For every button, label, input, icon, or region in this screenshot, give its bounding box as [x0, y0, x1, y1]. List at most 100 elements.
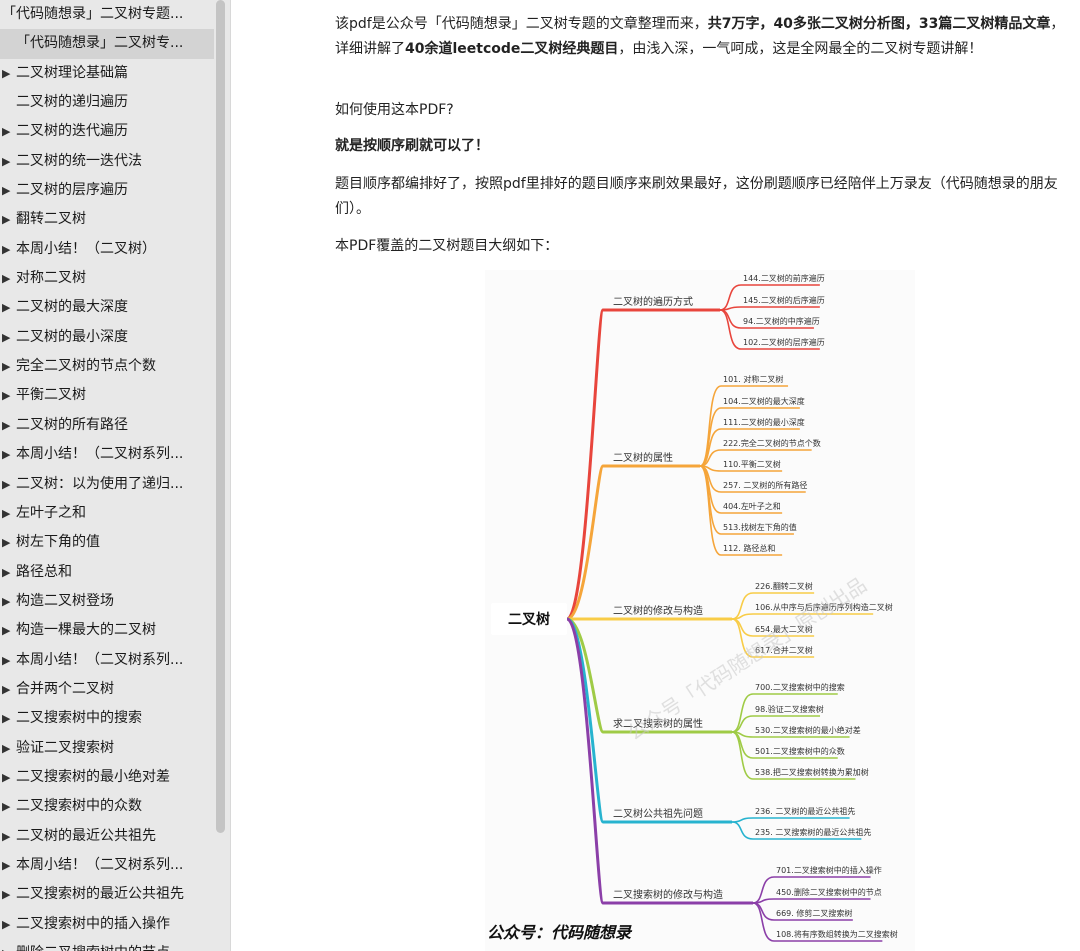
branch-label: 二叉树的属性 — [613, 451, 673, 464]
expand-arrow-icon[interactable]: ▶ — [2, 66, 11, 80]
toc-item[interactable]: ▶ 二叉树的迭代遍历 — [0, 117, 214, 146]
branch-connector — [566, 617, 732, 734]
toc-item[interactable]: ▶ 二叉树的最近公共祖先 — [0, 822, 214, 851]
toc-item[interactable]: ▶删除二叉搜索树中的节点 — [0, 939, 214, 951]
expand-arrow-icon[interactable]: ▶ — [2, 653, 11, 667]
expand-arrow-icon[interactable]: ▶ — [2, 448, 11, 462]
toc-item[interactable]: ▶对称二叉树 — [0, 264, 214, 293]
toc-item-label: 构造二叉树登场 — [16, 592, 114, 609]
expand-arrow-icon[interactable]: ▶ — [2, 917, 11, 931]
expand-arrow-icon[interactable]: ▶ — [2, 565, 11, 579]
expand-arrow-icon[interactable]: ▶ — [2, 477, 11, 491]
leaf-label: 235. 二叉搜索树的最近公共祖先 — [755, 827, 871, 837]
leaf-label: 700.二叉搜索树中的搜索 — [755, 682, 845, 692]
toc-item[interactable]: ▶二叉搜索树中的插入操作 — [0, 910, 214, 939]
toc-item-label: 二叉搜索树的最近公共祖先 — [16, 886, 184, 903]
expand-arrow-icon[interactable]: ▶ — [2, 594, 11, 608]
leaf-label: 111.二叉树的最小深度 — [723, 417, 805, 427]
expand-arrow-icon[interactable]: ▶ — [2, 741, 11, 755]
intro-paragraph: 该pdf是公众号「代码随想录」二叉树专题的文章整理而来，共7万字，40多张二叉树… — [335, 12, 1065, 62]
leaf-label: 145.二叉树的后序遍历 — [743, 295, 825, 305]
toc-item[interactable]: ▶ 翻转二叉树 — [0, 205, 214, 234]
expand-arrow-icon[interactable]: ▶ — [2, 712, 11, 726]
toc-item[interactable]: 「代码随想录」二叉树专... — [0, 29, 214, 59]
leaf-connector — [731, 731, 856, 780]
expand-arrow-icon[interactable]: ▶ — [2, 858, 11, 872]
mindmap-branch: 二叉树的修改与构造226.翻转二叉树106.从中序与后序遍历序列构造二叉树654… — [567, 581, 893, 658]
expand-arrow-icon[interactable]: ▶ — [2, 888, 11, 902]
toc-item[interactable]: ▶树左下角的值 — [0, 528, 214, 557]
expand-arrow-icon[interactable]: ▶ — [2, 154, 11, 168]
leaf-label: 102.二叉树的层序遍历 — [743, 337, 825, 347]
toc-item-label: 二叉树的最大深度 — [16, 299, 128, 316]
expand-arrow-icon[interactable]: ▶ — [2, 506, 11, 520]
branch-connector — [565, 617, 753, 905]
toc-item[interactable]: ▶二叉树的最小深度 — [0, 323, 214, 352]
toc-item[interactable]: ▶合并两个二叉树 — [0, 675, 214, 704]
toc-item[interactable]: ▶二叉树理论基础篇 — [0, 59, 214, 88]
expand-arrow-icon[interactable]: ▶ — [2, 829, 11, 843]
sidebar-scrollbar[interactable] — [216, 0, 225, 833]
leaf-connector — [731, 817, 850, 823]
toc-item[interactable]: ▶路径总和 — [0, 558, 214, 587]
expand-arrow-icon[interactable]: ▶ — [2, 213, 11, 227]
expand-arrow-icon[interactable]: ▶ — [2, 184, 11, 198]
toc-item[interactable]: 二叉树的递归遍历 — [0, 88, 214, 117]
toc-item[interactable]: ▶二叉搜索树中的搜索 — [0, 704, 214, 733]
expand-arrow-icon[interactable]: ▶ — [2, 301, 11, 315]
expand-arrow-icon[interactable]: ▶ — [2, 389, 11, 403]
expand-arrow-icon[interactable]: ▶ — [2, 418, 11, 432]
branch-label: 二叉树的遍历方式 — [613, 295, 693, 308]
leaf-label: 501.二叉搜索树中的众数 — [755, 746, 845, 756]
toc-item[interactable]: ▶ 二叉树的所有路径 — [0, 411, 214, 440]
toc-item[interactable]: ▶本周小结！（二叉树系列... — [0, 851, 214, 880]
expand-arrow-icon[interactable]: ▶ — [2, 272, 11, 286]
expand-arrow-icon[interactable]: ▶ — [2, 682, 11, 696]
expand-arrow-icon[interactable]: ▶ — [2, 770, 11, 784]
expand-arrow-icon[interactable]: ▶ — [2, 330, 11, 344]
toc-item[interactable]: ▶二叉树的层序遍历 — [0, 176, 214, 205]
toc-item[interactable]: ▶ 二叉树的最大深度 — [0, 293, 214, 322]
toc-item[interactable]: ▶完全二叉树的节点个数 — [0, 352, 214, 381]
mindmap-branch: 二叉搜索树的修改与构造701.二叉搜索树中的插入操作450.删除二叉搜索树中的节… — [565, 617, 898, 942]
toc-item-label: 翻转二叉树 — [16, 211, 86, 228]
toc-item[interactable]: ▶构造一棵最大的二叉树 — [0, 616, 214, 645]
toc-item-label: 二叉树的最近公共祖先 — [16, 827, 156, 844]
toc-item[interactable]: 「代码随想录」二叉树专题... — [0, 0, 214, 29]
leaf-label: 222.完全二叉树的节点个数 — [723, 438, 821, 448]
toc-item[interactable]: ▶ 构造二叉树登场 — [0, 587, 214, 616]
expand-arrow-icon[interactable]: ▶ — [2, 624, 11, 638]
toc-item[interactable]: ▶ 二叉搜索树的最近公共祖先 — [0, 880, 214, 909]
leaf-label: 701.二叉搜索树中的插入操作 — [776, 865, 882, 875]
toc-item-label: 二叉树的迭代遍历 — [16, 123, 128, 140]
toc-item-label: 二叉树的所有路径 — [16, 416, 128, 433]
toc-item[interactable]: ▶二叉树：以为使用了递归... — [0, 470, 214, 499]
leaf-label: 538.把二叉搜索树转换为累加树 — [755, 767, 869, 777]
toc-item-label: 验证二叉搜索树 — [16, 739, 114, 756]
toc-item[interactable]: ▶本周小结！（二叉树） — [0, 235, 214, 264]
leaf-label: 530.二叉搜索树的最小绝对差 — [755, 725, 861, 735]
leaf-label: 617.合并二叉树 — [755, 645, 813, 655]
toc-item[interactable]: ▶二叉搜索树的最小绝对差 — [0, 763, 214, 792]
toc-item-label: 本周小结！（二叉树系列... — [16, 446, 184, 463]
branch-label: 求二叉搜索树的属性 — [613, 717, 703, 730]
expand-arrow-icon[interactable]: ▶ — [2, 360, 11, 374]
leaf-label: 110.平衡二叉树 — [723, 459, 781, 469]
order-paragraph: 题目顺序都编排好了，按照pdf里排好的题目顺序来刷效果最好，这份刷题顺序已经陪伴… — [335, 176, 1058, 217]
expand-arrow-icon[interactable]: ▶ — [2, 939, 16, 951]
intro-text: ，由浅入深，一气呵成，这是全网最全的二叉树专题讲解！ — [618, 41, 983, 57]
expand-arrow-icon[interactable]: ▶ — [2, 800, 11, 814]
expand-arrow-icon[interactable]: ▶ — [2, 242, 11, 256]
toc-item[interactable]: ▶平衡二叉树 — [0, 381, 214, 410]
toc-item[interactable]: ▶ 验证二叉搜索树 — [0, 734, 214, 763]
toc-item[interactable]: ▶二叉树的统一迭代法 — [0, 147, 214, 176]
leaf-label: 144.二叉树的前序遍历 — [743, 273, 825, 283]
toc-item[interactable]: ▶二叉搜索树中的众数 — [0, 792, 214, 821]
toc-item[interactable]: ▶本周小结！（二叉树系列... — [0, 646, 214, 675]
toc-item[interactable]: ▶ 本周小结！（二叉树系列... — [0, 440, 214, 469]
leaf-connector — [699, 407, 800, 467]
expand-arrow-icon[interactable]: ▶ — [2, 125, 11, 139]
toc-item-label: 「代码随想录」二叉树专... — [16, 35, 184, 52]
toc-item[interactable]: ▶左叶子之和 — [0, 499, 214, 528]
expand-arrow-icon[interactable]: ▶ — [2, 536, 11, 550]
